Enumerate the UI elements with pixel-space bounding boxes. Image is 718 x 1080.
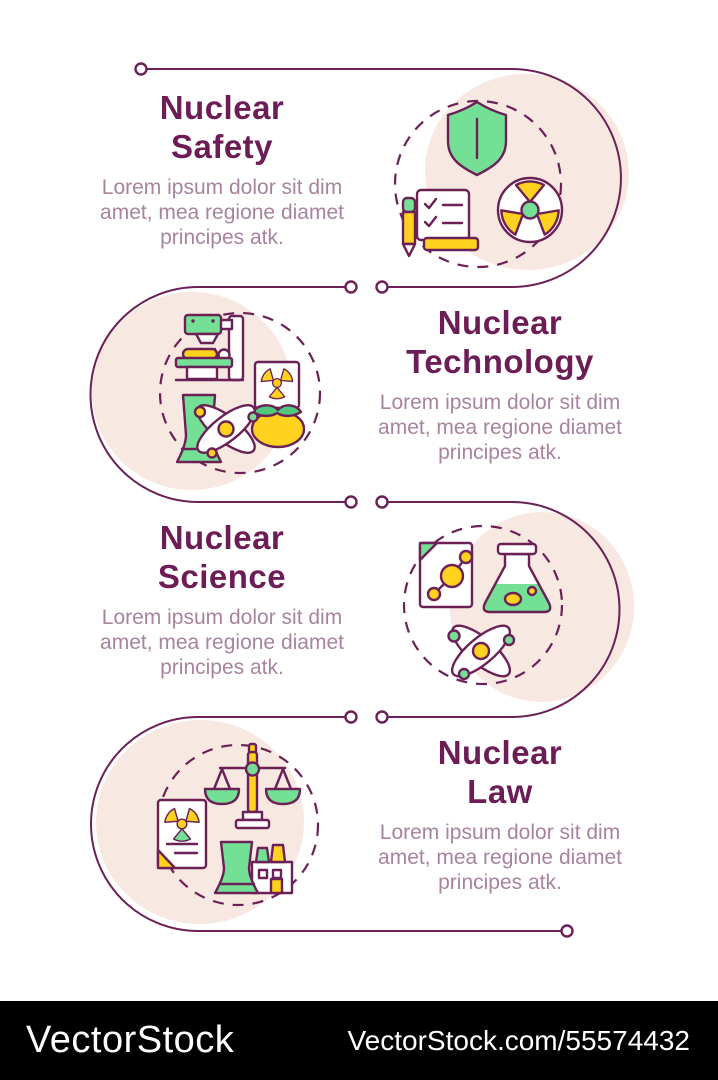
section-title-nuclear-science: Nuclear Science [157, 519, 287, 595]
connector-line-3 [387, 501, 621, 718]
section-description-nuclear-technology: Lorem ipsum dolor sit dim amet, mea regi… [378, 391, 622, 465]
irradiated-food-icon [250, 360, 306, 449]
timeline-dot [375, 710, 389, 724]
nuclear-safety-icons [401, 100, 564, 258]
watermark-url-text: VectorStock.com/55574432 [347, 1024, 690, 1056]
timeline-dot [344, 710, 358, 724]
section-description-nuclear-safety: Lorem ipsum dolor sit dim amet, mea regi… [100, 176, 344, 250]
section-title-nuclear-law: Nuclear Law [437, 734, 563, 810]
vectorstock-logo-text: VectorStock [26, 1019, 235, 1061]
dashed-circle-1 [393, 99, 563, 269]
dashed-circle-3 [402, 524, 564, 686]
radiation-document-icon [156, 798, 208, 870]
timeline-dot [375, 495, 389, 509]
cooling-tower-atom-icon [175, 393, 259, 464]
atom-icon [447, 624, 516, 681]
timeline-dot [134, 62, 148, 76]
section-title-nuclear-technology: Nuclear Technology [406, 304, 594, 380]
section-title-nuclear-safety: Nuclear Safety [159, 89, 285, 165]
connector-line-1 [146, 68, 622, 288]
chemistry-flask-icon [482, 542, 552, 614]
checklist-pen-icon [401, 188, 480, 258]
timeline-dot [344, 495, 358, 509]
nuclear-plant-icon [213, 840, 294, 895]
dashed-circle-2 [158, 311, 322, 475]
timeline-dot [344, 280, 358, 294]
molecule-document-icon [418, 541, 474, 609]
connector-line-2 [89, 286, 346, 503]
shield-icon [446, 100, 508, 177]
medical-scanner-icon [174, 313, 245, 382]
section-description-nuclear-law: Lorem ipsum dolor sit dim amet, mea regi… [378, 821, 622, 895]
watermark-footer-bar: VectorStock VectorStock.com/55574432 [0, 1001, 718, 1080]
radiation-sign-icon [496, 176, 564, 244]
connector-line-4 [90, 716, 562, 932]
infographic-artwork [89, 62, 635, 938]
nuclear-science-icons [418, 541, 552, 681]
section-description-nuclear-science: Lorem ipsum dolor sit dim amet, mea regi… [100, 606, 344, 680]
nuclear-technology-icons [174, 313, 306, 464]
nuclear-law-icons [156, 742, 302, 895]
timeline-dot [375, 280, 389, 294]
timeline-dot [560, 924, 574, 938]
justice-scales-icon [203, 742, 302, 830]
